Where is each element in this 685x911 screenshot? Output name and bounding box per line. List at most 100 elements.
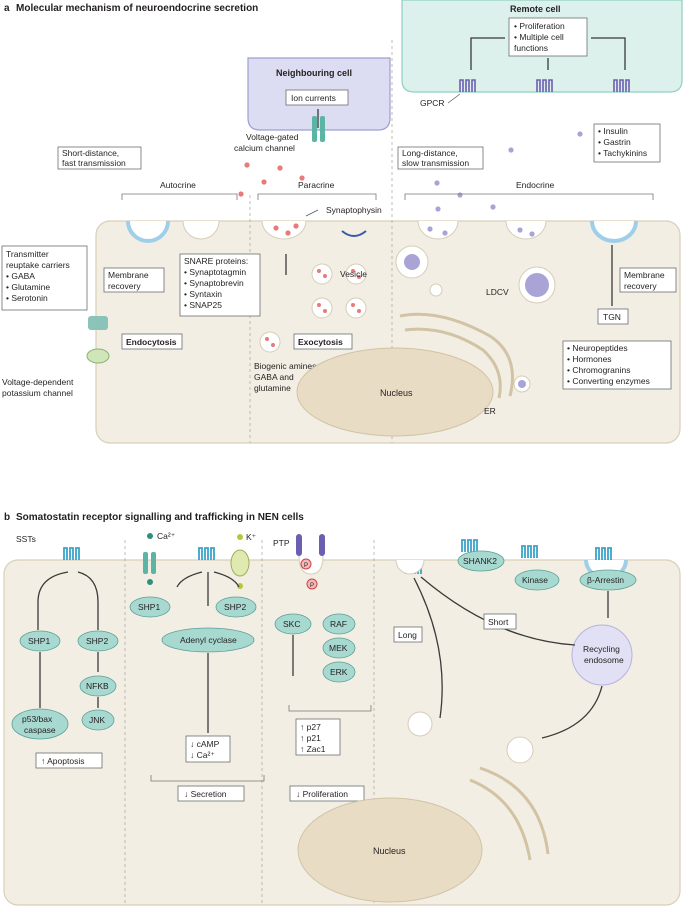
panel-b-label: b bbox=[4, 512, 10, 523]
long-distance-1: Long-distance, bbox=[402, 148, 458, 158]
shp1-col2 bbox=[129, 596, 171, 618]
snare-4: • Syntaxin bbox=[184, 289, 222, 299]
paracrine-label: Paracrine bbox=[298, 180, 335, 190]
er-label: ER bbox=[484, 406, 496, 416]
panel-b-title: Somatostatin receptor signalling and tra… bbox=[16, 512, 304, 523]
raf-label: RAF bbox=[330, 619, 347, 629]
transmitter-box bbox=[1, 245, 88, 311]
remote-cell: Remote cell • Proliferation • Multiple c… bbox=[401, 0, 683, 108]
shank2-label: SHANK2 bbox=[463, 556, 497, 566]
ptp-label: PTP bbox=[273, 538, 290, 548]
p53-oval bbox=[11, 708, 69, 740]
endocytosis-label: Endocytosis bbox=[126, 337, 177, 347]
endocrine-label: Endocrine bbox=[516, 180, 555, 190]
transmitter-4: • Glutamine bbox=[6, 282, 50, 292]
apoptosis-box bbox=[35, 752, 103, 769]
recycling-endosome bbox=[571, 624, 633, 686]
zac1-label: ↑ Zac1 bbox=[300, 744, 326, 754]
transmitter-1: Transmitter bbox=[6, 249, 49, 259]
ion-currents-label: Ion currents bbox=[291, 93, 336, 103]
nucleus-b-label: Nucleus bbox=[373, 846, 406, 856]
erk-label: ERK bbox=[330, 667, 348, 677]
ca-channel-icon bbox=[143, 552, 148, 574]
hormones-box bbox=[593, 123, 661, 163]
calcium-channel-icon bbox=[312, 116, 317, 142]
tgn-box bbox=[597, 308, 629, 325]
gpcr-receptor-mid bbox=[536, 79, 553, 92]
remote-effect-3: functions bbox=[514, 43, 548, 53]
synaptophysin-label: Synaptophysin bbox=[326, 205, 382, 215]
p-label-2: P bbox=[310, 583, 314, 589]
remote-effects-box bbox=[508, 17, 588, 57]
snare-5: • SNAP25 bbox=[184, 300, 222, 310]
secretion-label: ↓ Secretion bbox=[184, 789, 227, 799]
products-box bbox=[562, 340, 672, 390]
nucleus-b bbox=[297, 797, 483, 903]
product-1: • Neuropeptides bbox=[567, 343, 628, 353]
shp2-col2 bbox=[215, 596, 257, 618]
sst-receptor-col2 bbox=[198, 547, 215, 560]
cell-cycle-box bbox=[295, 718, 341, 756]
adenyl-cyclase-label: Adenyl cyclase bbox=[180, 635, 237, 645]
neighbouring-cell: Neighbouring cell Ion currents Voltage-g… bbox=[234, 57, 391, 153]
proliferation-label: ↓ Proliferation bbox=[296, 789, 348, 799]
apoptosis-label: ↑ Apoptosis bbox=[41, 756, 84, 766]
product-4: • Converting enzymes bbox=[567, 376, 650, 386]
skc-label: SKC bbox=[283, 619, 300, 629]
gpcr-receptor-right bbox=[613, 79, 630, 92]
remote-effect-2: • Multiple cell bbox=[514, 32, 564, 42]
sst-receptor-shank2 bbox=[461, 539, 478, 552]
snare-box bbox=[179, 253, 261, 317]
long-box bbox=[393, 626, 423, 643]
camp-label: ↓ cAMP bbox=[190, 739, 220, 749]
membrane-recovery-left-2: recovery bbox=[108, 281, 141, 291]
panel-a-label: a bbox=[4, 3, 10, 14]
jnk-oval bbox=[81, 709, 115, 731]
ca2-label: ↓ Ca²⁺ bbox=[190, 750, 215, 760]
transmitter-5: • Serotonin bbox=[6, 293, 48, 303]
product-3: • Chromogranins bbox=[567, 365, 630, 375]
gpcr-receptor-left bbox=[459, 79, 476, 92]
secretion-box bbox=[177, 785, 245, 802]
short-distance-1: Short-distance, bbox=[62, 148, 119, 158]
biogenic-1: Biogenic amines, bbox=[254, 361, 319, 371]
snare-2: • Synaptotagmin bbox=[184, 267, 246, 277]
adenyl-cyclase-oval bbox=[161, 627, 255, 653]
potassium-channel-2: potassium channel bbox=[2, 388, 73, 398]
ion-currents-box bbox=[285, 89, 349, 106]
product-2: • Hormones bbox=[567, 354, 612, 364]
long-label: Long bbox=[398, 630, 417, 640]
recycling-label-2: endosome bbox=[584, 655, 624, 665]
shp2-col1 bbox=[77, 630, 119, 652]
ca-label: Ca²⁺ bbox=[157, 531, 176, 541]
membrane-recovery-left-1: Membrane bbox=[108, 270, 149, 280]
p-label-1: P bbox=[304, 563, 308, 569]
long-distance-2: slow transmission bbox=[402, 158, 469, 168]
p27-label: ↑ p27 bbox=[300, 722, 321, 732]
snare-3: • Synaptobrevin bbox=[184, 278, 244, 288]
vesicle-label: Vesicle bbox=[340, 269, 367, 279]
arrow-gpcr-right bbox=[591, 37, 626, 70]
nucleus-a-label: Nucleus bbox=[380, 388, 413, 398]
barrestin-label: β-Arrestin bbox=[587, 575, 624, 585]
membrane-recovery-left-box bbox=[103, 267, 165, 293]
jnk-label: JNK bbox=[89, 715, 105, 725]
recycling-label-1: Recycling bbox=[583, 644, 620, 654]
channel-label-2: calcium channel bbox=[234, 143, 295, 153]
shp1-col2-label: SHP1 bbox=[138, 602, 160, 612]
p53-label-1: p53/bax bbox=[22, 714, 53, 724]
potassium-channel-1: Voltage-dependent bbox=[2, 377, 74, 387]
sst-receptor-barrestin bbox=[595, 547, 612, 560]
hormone-gastrin: • Gastrin bbox=[598, 137, 631, 147]
long-distance-box bbox=[397, 146, 484, 170]
biogenic-2: GABA and bbox=[254, 372, 294, 382]
k-channel-icon bbox=[230, 549, 250, 577]
sst-receptor-kinase bbox=[521, 545, 538, 558]
shp1-col1 bbox=[19, 630, 61, 652]
membrane-recovery-right-2: recovery bbox=[624, 281, 657, 291]
p53-label-2: caspase bbox=[24, 725, 56, 735]
exocytosis-label: Exocytosis bbox=[298, 337, 343, 347]
raf-oval bbox=[322, 613, 356, 635]
biogenic-3: glutamine bbox=[254, 383, 291, 393]
